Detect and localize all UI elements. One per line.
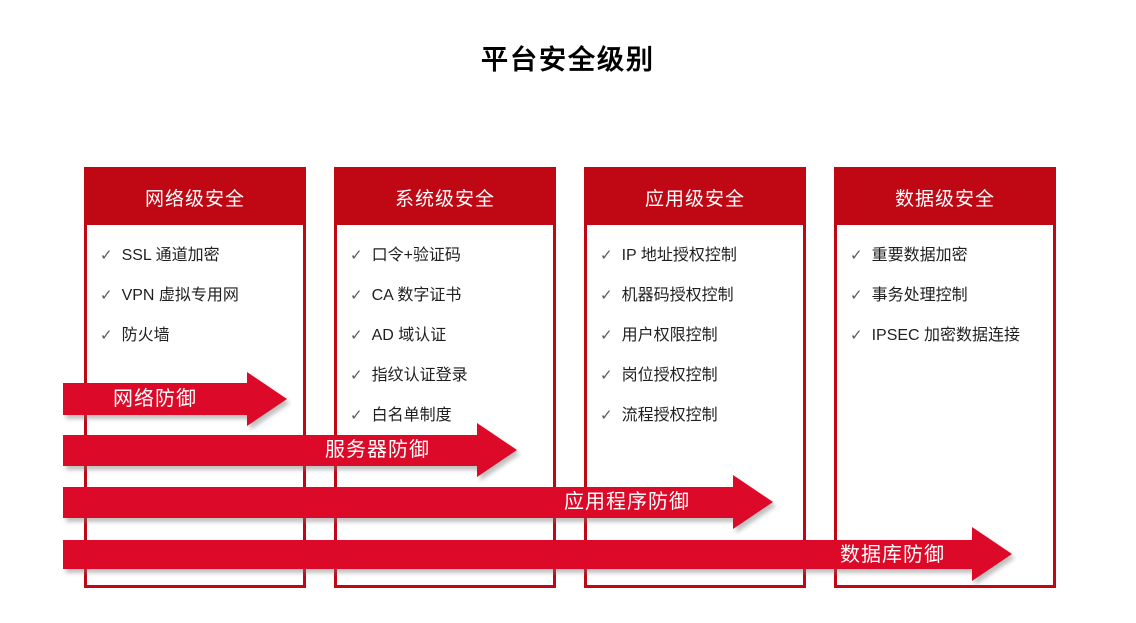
column-header-system: 系统级安全 [336, 169, 554, 225]
checkmark-icon: ✓ [600, 247, 613, 264]
defense-arrow-label: 应用程序防御 [564, 491, 690, 513]
checkmark-icon: ✓ [350, 407, 363, 424]
arrow-body [63, 435, 477, 466]
defense-arrow-label: 服务器防御 [325, 439, 430, 461]
arrow-body [63, 383, 247, 415]
feature-list-system: ✓ 口令+验证码 ✓ CA 数字证书 ✓ AD 域认证 ✓ 指纹认证登录 ✓ 白名单制度 [337, 225, 553, 426]
arrow-head-icon [247, 372, 287, 426]
feature-item-label: 岗位授权控制 [621, 367, 718, 384]
column-header-application: 应用级安全 [586, 169, 804, 225]
feature-item: ✓ 事务处理控制 [850, 286, 1043, 306]
feature-item: ✓ SSL 通道加密 [100, 246, 293, 266]
feature-item-label: VPN 虚拟专用网 [121, 287, 239, 304]
defense-arrow-label: 数据库防御 [840, 544, 945, 566]
checkmark-icon: ✓ [350, 367, 363, 384]
checkmark-icon: ✓ [600, 407, 613, 424]
feature-item-label: SSL 通道加密 [121, 247, 220, 264]
feature-item: ✓ 用户权限控制 [600, 326, 793, 346]
arrow-head-icon [972, 527, 1012, 581]
feature-item-label: 口令+验证码 [371, 247, 461, 264]
feature-item: ✓ CA 数字证书 [350, 286, 543, 306]
feature-list-network: ✓ SSL 通道加密 ✓ VPN 虚拟专用网 ✓ 防火墙 [87, 225, 303, 346]
defense-arrow-server: 服务器防御 [63, 423, 517, 477]
feature-list-data: ✓ 重要数据加密 ✓ 事务处理控制 ✓ IPSEC 加密数据连接 [837, 225, 1053, 346]
feature-item-label: 重要数据加密 [871, 247, 968, 264]
feature-item-label: 白名单制度 [371, 407, 452, 424]
checkmark-icon: ✓ [100, 247, 113, 264]
checkmark-icon: ✓ [350, 287, 363, 304]
feature-item: ✓ IPSEC 加密数据连接 [850, 326, 1043, 346]
feature-item-label: IP 地址授权控制 [621, 247, 737, 264]
feature-item: ✓ 重要数据加密 [850, 246, 1043, 266]
feature-item: ✓ IP 地址授权控制 [600, 246, 793, 266]
feature-item-label: 用户权限控制 [621, 327, 718, 344]
checkmark-icon: ✓ [100, 287, 113, 304]
checkmark-icon: ✓ [850, 247, 863, 264]
defense-arrow-network: 网络防御 [63, 372, 287, 426]
defense-arrow-database: 数据库防御 [63, 527, 1012, 581]
defense-arrow-label: 网络防御 [113, 388, 197, 410]
feature-item: ✓ 白名单制度 [350, 406, 543, 426]
checkmark-icon: ✓ [350, 327, 363, 344]
feature-item-label: 指纹认证登录 [371, 367, 468, 384]
feature-item-label: 防火墙 [121, 327, 170, 344]
feature-item: ✓ 岗位授权控制 [600, 366, 793, 386]
feature-item-label: AD 域认证 [371, 327, 447, 344]
checkmark-icon: ✓ [100, 327, 113, 344]
defense-arrow-application: 应用程序防御 [63, 475, 773, 529]
column-header-network: 网络级安全 [86, 169, 304, 225]
feature-item: ✓ 口令+验证码 [350, 246, 543, 266]
checkmark-icon: ✓ [850, 287, 863, 304]
checkmark-icon: ✓ [600, 367, 613, 384]
checkmark-icon: ✓ [600, 327, 613, 344]
feature-item-label: CA 数字证书 [371, 287, 462, 304]
feature-item-label: 事务处理控制 [871, 287, 968, 304]
arrow-head-icon [733, 475, 773, 529]
security-column-data: 数据级安全 ✓ 重要数据加密 ✓ 事务处理控制 ✓ IPSEC 加密数据连接 [834, 167, 1056, 588]
feature-item-label: IPSEC 加密数据连接 [871, 327, 1021, 344]
feature-item: ✓ 防火墙 [100, 326, 293, 346]
feature-item-label: 机器码授权控制 [621, 287, 734, 304]
feature-item: ✓ VPN 虚拟专用网 [100, 286, 293, 306]
feature-item: ✓ 指纹认证登录 [350, 366, 543, 386]
arrow-body [63, 540, 972, 569]
feature-list-application: ✓ IP 地址授权控制 ✓ 机器码授权控制 ✓ 用户权限控制 ✓ 岗位授权控制 ✓ 流程授权控制 [587, 225, 803, 426]
feature-item: ✓ 机器码授权控制 [600, 286, 793, 306]
checkmark-icon: ✓ [850, 327, 863, 344]
arrow-head-icon [477, 423, 517, 477]
checkmark-icon: ✓ [600, 287, 613, 304]
feature-item: ✓ AD 域认证 [350, 326, 543, 346]
page-title: 平台安全级别 [481, 45, 655, 75]
checkmark-icon: ✓ [350, 247, 363, 264]
column-header-data: 数据级安全 [836, 169, 1054, 225]
arrow-body [63, 487, 733, 518]
feature-item-label: 流程授权控制 [621, 407, 718, 424]
feature-item: ✓ 流程授权控制 [600, 406, 793, 426]
